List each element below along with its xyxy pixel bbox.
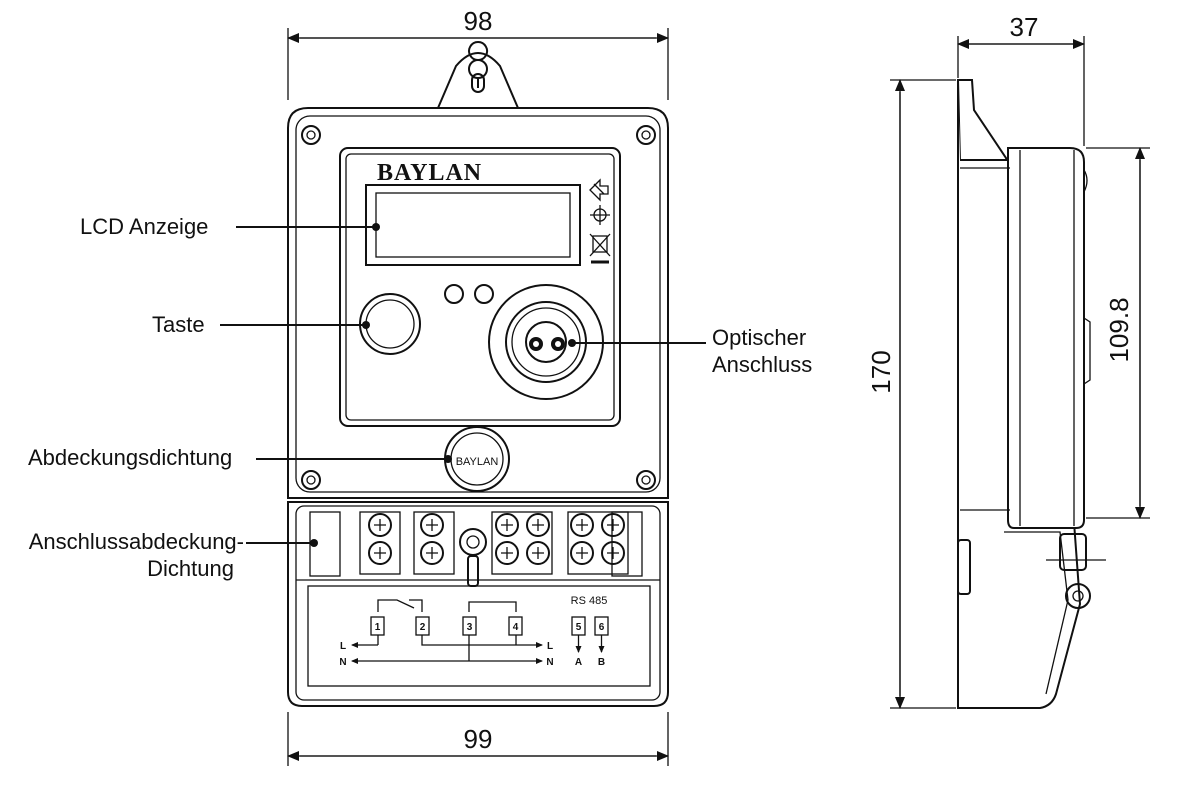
corner-screws [301,125,656,490]
terminal-screw [368,513,392,537]
cover-seal: BAYLAN [444,426,510,492]
n-left-label: N [339,657,346,668]
terminal-screw [601,513,625,537]
meter-housing [287,107,669,499]
indicator-led [444,284,464,304]
svg-text:2: 2 [420,622,426,633]
dim-bottom-width: 99 [464,724,493,754]
terminal-screw [368,541,392,565]
svg-text:3: 3 [467,622,473,633]
front-dimensions: 98 99 [287,6,669,766]
terminal-screw [570,513,594,537]
terminal-block [309,511,643,587]
dim-depth: 37 [1010,12,1039,42]
callout-terminal-seal-line1: Anschlussabdeckung- [29,529,244,554]
rs485-b-label: B [598,657,605,668]
meter-symbols [589,178,611,264]
terminal-screw [420,513,444,537]
lcd-display [365,184,581,266]
dim-side-height: 109.8 [1104,297,1134,362]
side-dimensions: 37 170 109.8 [866,12,1150,709]
front-view: BAYLAN [287,41,669,707]
terminal-screw [420,541,444,565]
side-seal [1046,533,1106,609]
callout-lcd: LCD Anzeige [80,214,208,239]
terminal-screw [495,513,519,537]
terminal-screw [526,513,550,537]
callouts: LCD Anzeige Taste Optischer Anschluss Ab… [28,214,812,581]
weee-bin-icon [589,233,611,264]
side-view [956,79,1106,709]
pulse-symbol-icon [589,178,609,202]
indicator-led [474,284,494,304]
front-panel [339,147,621,427]
callout-cover-seal: Abdeckungsdichtung [28,445,232,470]
crosshair-icon [590,205,610,225]
terminal-screw [601,541,625,565]
svg-text:6: 6 [599,622,605,633]
terminal-seal-screw [459,528,487,587]
callout-optical-line1: Optischer [712,325,806,350]
wiring-diagram: 1 2 3 4 5 6 L N L N RS 485 A B [339,595,609,668]
n-right-label: N [546,657,553,668]
svg-text:5: 5 [576,622,582,633]
brand-logo: BAYLAN [377,160,482,186]
dim-height: 170 [866,350,896,393]
callout-optical-line2: Anschluss [712,352,812,377]
terminal-cover [287,501,669,707]
rs485-a-label: A [575,657,582,668]
hanging-slot [468,41,489,88]
seal-text: BAYLAN [456,456,499,468]
rs485-label: RS 485 [571,595,608,607]
terminal-screw [495,541,519,565]
l-right-label: L [547,641,553,652]
side-housing [1007,147,1085,529]
svg-text:1: 1 [375,622,381,633]
callout-terminal-seal-line2: Dichtung [147,556,234,581]
callout-button: Taste [152,312,205,337]
dim-top-width: 98 [464,6,493,36]
l-left-label: L [340,641,346,652]
svg-text:4: 4 [513,622,519,633]
terminal-screw [570,541,594,565]
terminal-screw [526,541,550,565]
